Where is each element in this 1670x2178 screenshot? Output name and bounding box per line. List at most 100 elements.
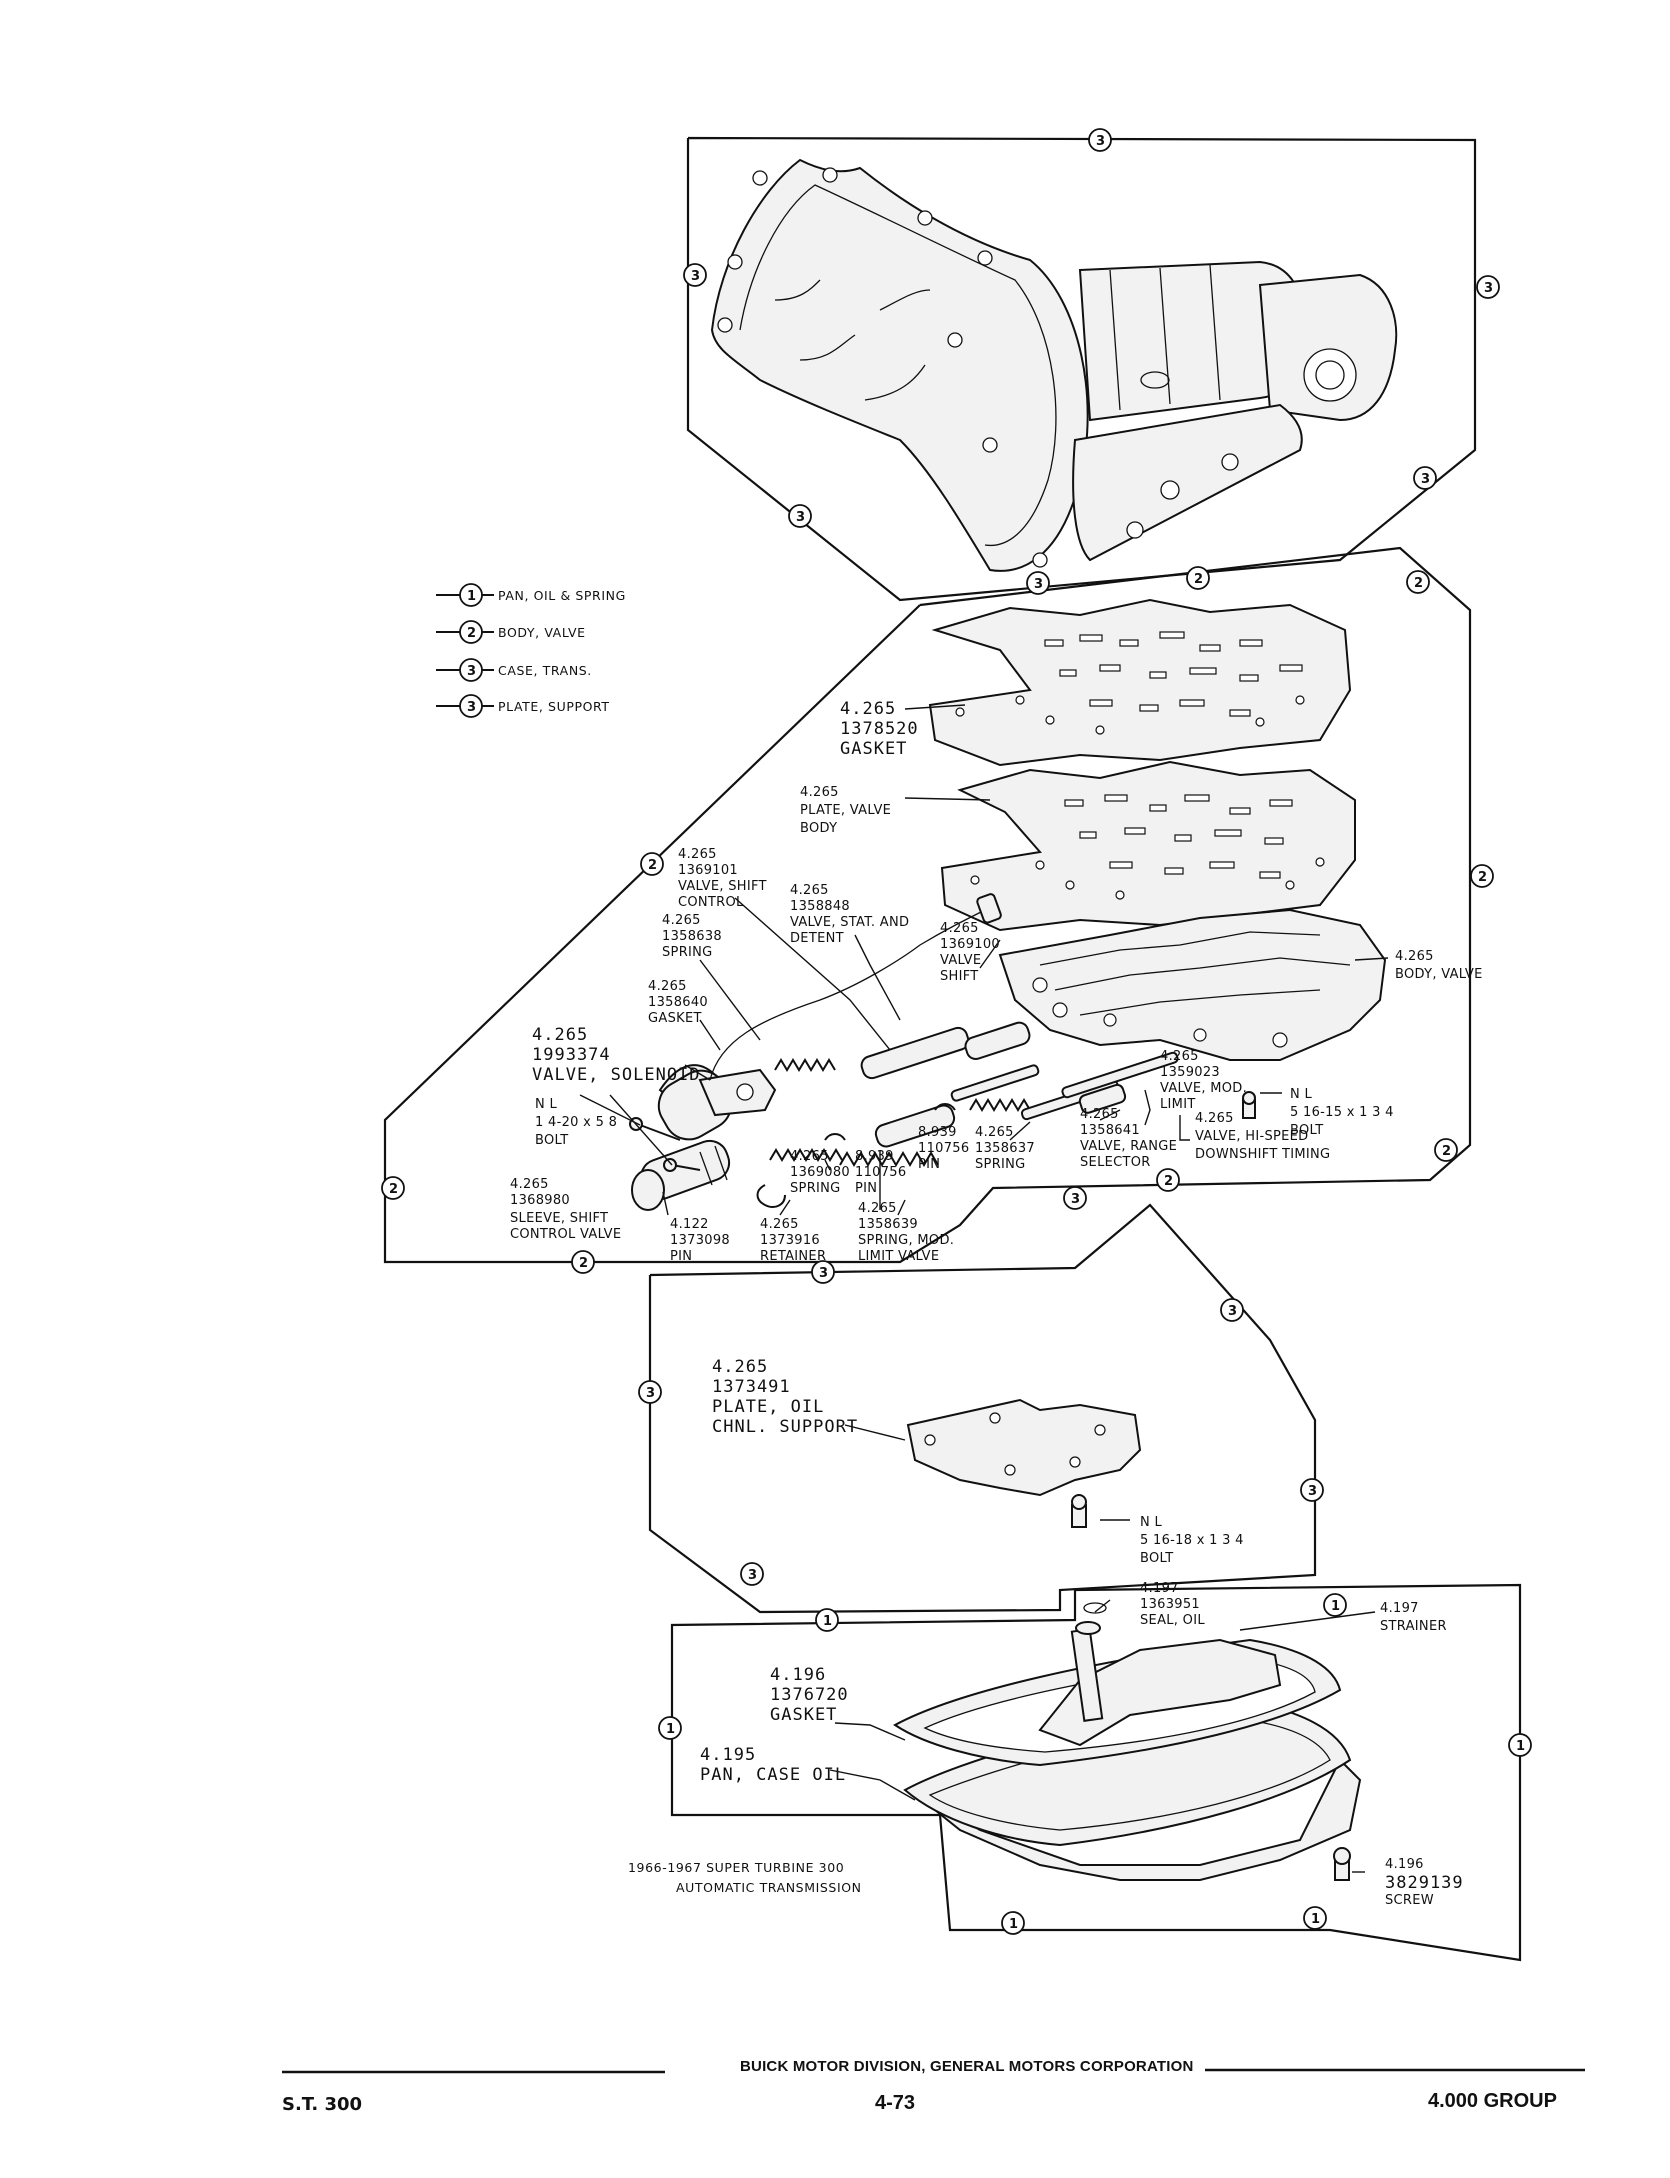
legend-item: 1 PAN, OIL & SPRING — [436, 583, 625, 607]
svg-text:1358638: 1358638 — [662, 929, 722, 944]
callout-valve-hispeed: 4.265 VALVE, HI-SPEED DOWNSHIFT TIMING — [1195, 1111, 1330, 1162]
callout-plate-oil-channel: 4.265 1373491 PLATE, OIL CHNL. SUPPORT — [712, 1357, 857, 1437]
svg-text:4.265: 4.265 — [1195, 1111, 1234, 1126]
svg-text:4.265: 4.265 — [790, 1149, 829, 1164]
svg-text:4.197: 4.197 — [1140, 1581, 1179, 1596]
svg-text:PIN: PIN — [855, 1181, 877, 1196]
svg-text:3: 3 — [1308, 1484, 1317, 1499]
svg-text:3: 3 — [748, 1568, 757, 1583]
svg-text:PIN: PIN — [670, 1249, 692, 1264]
bolts-illustration — [629, 1091, 1351, 1881]
svg-text:N L: N L — [535, 1097, 557, 1112]
callout-strainer: 4.197 STRAINER — [1380, 1601, 1447, 1634]
callout-valve-shift: 4.265 1369100 VALVE SHIFT — [940, 921, 1000, 984]
svg-text:2: 2 — [389, 1182, 398, 1197]
svg-text:3: 3 — [819, 1266, 828, 1281]
legend-item: 3 PLATE, SUPPORT — [436, 694, 610, 718]
svg-text:PLATE, SUPPORT: PLATE, SUPPORT — [498, 699, 610, 714]
svg-text:4.265: 4.265 — [790, 883, 829, 898]
svg-text:1: 1 — [1331, 1599, 1340, 1614]
oil-channel-plate-illustration — [906, 1398, 1142, 1497]
svg-text:BODY, VALVE: BODY, VALVE — [498, 625, 586, 640]
marker-pan: 1 — [815, 1608, 839, 1632]
svg-text:110756: 110756 — [855, 1165, 906, 1180]
callout-spring-1358637: 4.265 1358637 SPRING — [975, 1125, 1035, 1172]
marker-pan: 1 — [1303, 1906, 1327, 1930]
svg-text:1 4-20 x 5 8: 1 4-20 x 5 8 — [535, 1115, 617, 1130]
svg-text:1359023: 1359023 — [1160, 1065, 1220, 1080]
svg-text:SPRING, MOD.: SPRING, MOD. — [858, 1233, 954, 1248]
svg-text:PIN: PIN — [918, 1157, 940, 1172]
svg-text:STRAINER: STRAINER — [1380, 1619, 1447, 1634]
svg-text:SELECTOR: SELECTOR — [1080, 1155, 1151, 1170]
transmission-case-illustration — [710, 158, 1398, 572]
marker-body: 2 — [1470, 864, 1494, 888]
marker-body: 2 — [1156, 1168, 1180, 1192]
svg-text:3: 3 — [1484, 281, 1493, 296]
svg-text:GASKET: GASKET — [648, 1011, 702, 1026]
svg-text:LIMIT: LIMIT — [1160, 1097, 1196, 1112]
svg-text:VALVE, SHIFT: VALVE, SHIFT — [678, 879, 767, 894]
callout-pan-gasket: 4.196 1376720 GASKET — [770, 1665, 848, 1725]
svg-text:GASKET: GASKET — [770, 1705, 837, 1725]
svg-text:4.265: 4.265 — [975, 1125, 1014, 1140]
svg-text:3: 3 — [691, 269, 700, 284]
group-markers: 3 3 3 3 3 3 2 2 2 2 2 2 2 2 3 3 — [381, 128, 1532, 1935]
boundary-support-plate — [648, 1203, 1317, 1614]
svg-text:2: 2 — [648, 858, 657, 873]
svg-text:4.265: 4.265 — [510, 1177, 549, 1192]
svg-text:DETENT: DETENT — [790, 931, 844, 946]
svg-text:SHIFT: SHIFT — [940, 969, 979, 984]
callout-bolt-lower: N L 5 16-18 x 1 3 4 BOLT — [1140, 1515, 1243, 1566]
callout-pin-8939b: 8.939 110756 PIN — [918, 1125, 969, 1172]
svg-text:PLATE, OIL: PLATE, OIL — [712, 1397, 824, 1417]
footer-model: S.T. 300 — [282, 2094, 363, 2115]
solenoid-illustration — [657, 893, 1002, 1141]
svg-text:AUTOMATIC TRANSMISSION: AUTOMATIC TRANSMISSION — [676, 1880, 862, 1895]
svg-text:PAN, CASE OIL: PAN, CASE OIL — [700, 1765, 846, 1785]
marker-body: 2 — [1434, 1138, 1458, 1162]
svg-text:3829139: 3829139 — [1385, 1873, 1464, 1893]
svg-text:4.197: 4.197 — [1380, 1601, 1419, 1616]
svg-text:4.265: 4.265 — [678, 847, 717, 862]
boundary-oil-pan — [670, 1583, 1522, 1962]
svg-text:2: 2 — [579, 1256, 588, 1271]
callout-pin-8939: 8.939 110756 PIN — [855, 1149, 906, 1196]
legend-item: 2 BODY, VALVE — [436, 620, 586, 644]
svg-text:VALVE, STAT. AND: VALVE, STAT. AND — [790, 915, 909, 930]
marker-case: 3 — [683, 263, 707, 287]
callout-spring-mod-limit: 4.265 1358639 SPRING, MOD. LIMIT VALVE — [858, 1201, 954, 1264]
legend: 1 PAN, OIL & SPRING 2 BODY, VALVE 3 CASE… — [436, 583, 625, 718]
marker-support: 3 — [1063, 1186, 1087, 1210]
svg-text:2: 2 — [1414, 576, 1423, 591]
svg-text:1: 1 — [823, 1614, 832, 1629]
marker-support: 3 — [740, 1562, 764, 1586]
marker-body: 2 — [381, 1176, 405, 1200]
callout-spring-1369080: 4.265 1369080 SPRING — [790, 1149, 850, 1196]
marker-case: 3 — [1026, 571, 1050, 595]
svg-text:SEAL, OIL: SEAL, OIL — [1140, 1613, 1205, 1628]
callout-spring-1358638: 4.265 1358638 SPRING — [662, 913, 722, 960]
svg-text:4.265: 4.265 — [648, 979, 687, 994]
svg-text:1369080: 1369080 — [790, 1165, 850, 1180]
svg-text:1358848: 1358848 — [790, 899, 850, 914]
svg-text:4.265: 4.265 — [1395, 949, 1434, 964]
marker-body: 2 — [571, 1250, 595, 1274]
svg-text:SPRING: SPRING — [790, 1181, 841, 1196]
svg-text:VALVE, HI-SPEED: VALVE, HI-SPEED — [1195, 1129, 1308, 1144]
callout-body-valve: 4.265 BODY, VALVE — [1395, 949, 1482, 982]
marker-support: 3 — [811, 1260, 835, 1284]
svg-text:DOWNSHIFT TIMING: DOWNSHIFT TIMING — [1195, 1147, 1330, 1162]
svg-text:1993374: 1993374 — [532, 1045, 611, 1065]
svg-text:3: 3 — [646, 1386, 655, 1401]
marker-support: 3 — [638, 1380, 662, 1404]
svg-text:3: 3 — [796, 510, 805, 525]
callout-pan-case-oil: 4.195 PAN, CASE OIL — [700, 1745, 846, 1785]
svg-text:3: 3 — [1421, 472, 1430, 487]
footer-group: 4.000 GROUP — [1428, 2090, 1557, 2112]
marker-case: 3 — [1476, 275, 1500, 299]
callout-seal-oil: 4.197 1363951 SEAL, OIL — [1140, 1581, 1205, 1628]
svg-text:3: 3 — [1228, 1304, 1237, 1319]
svg-text:N L: N L — [1290, 1087, 1312, 1102]
svg-text:1: 1 — [1516, 1739, 1525, 1754]
